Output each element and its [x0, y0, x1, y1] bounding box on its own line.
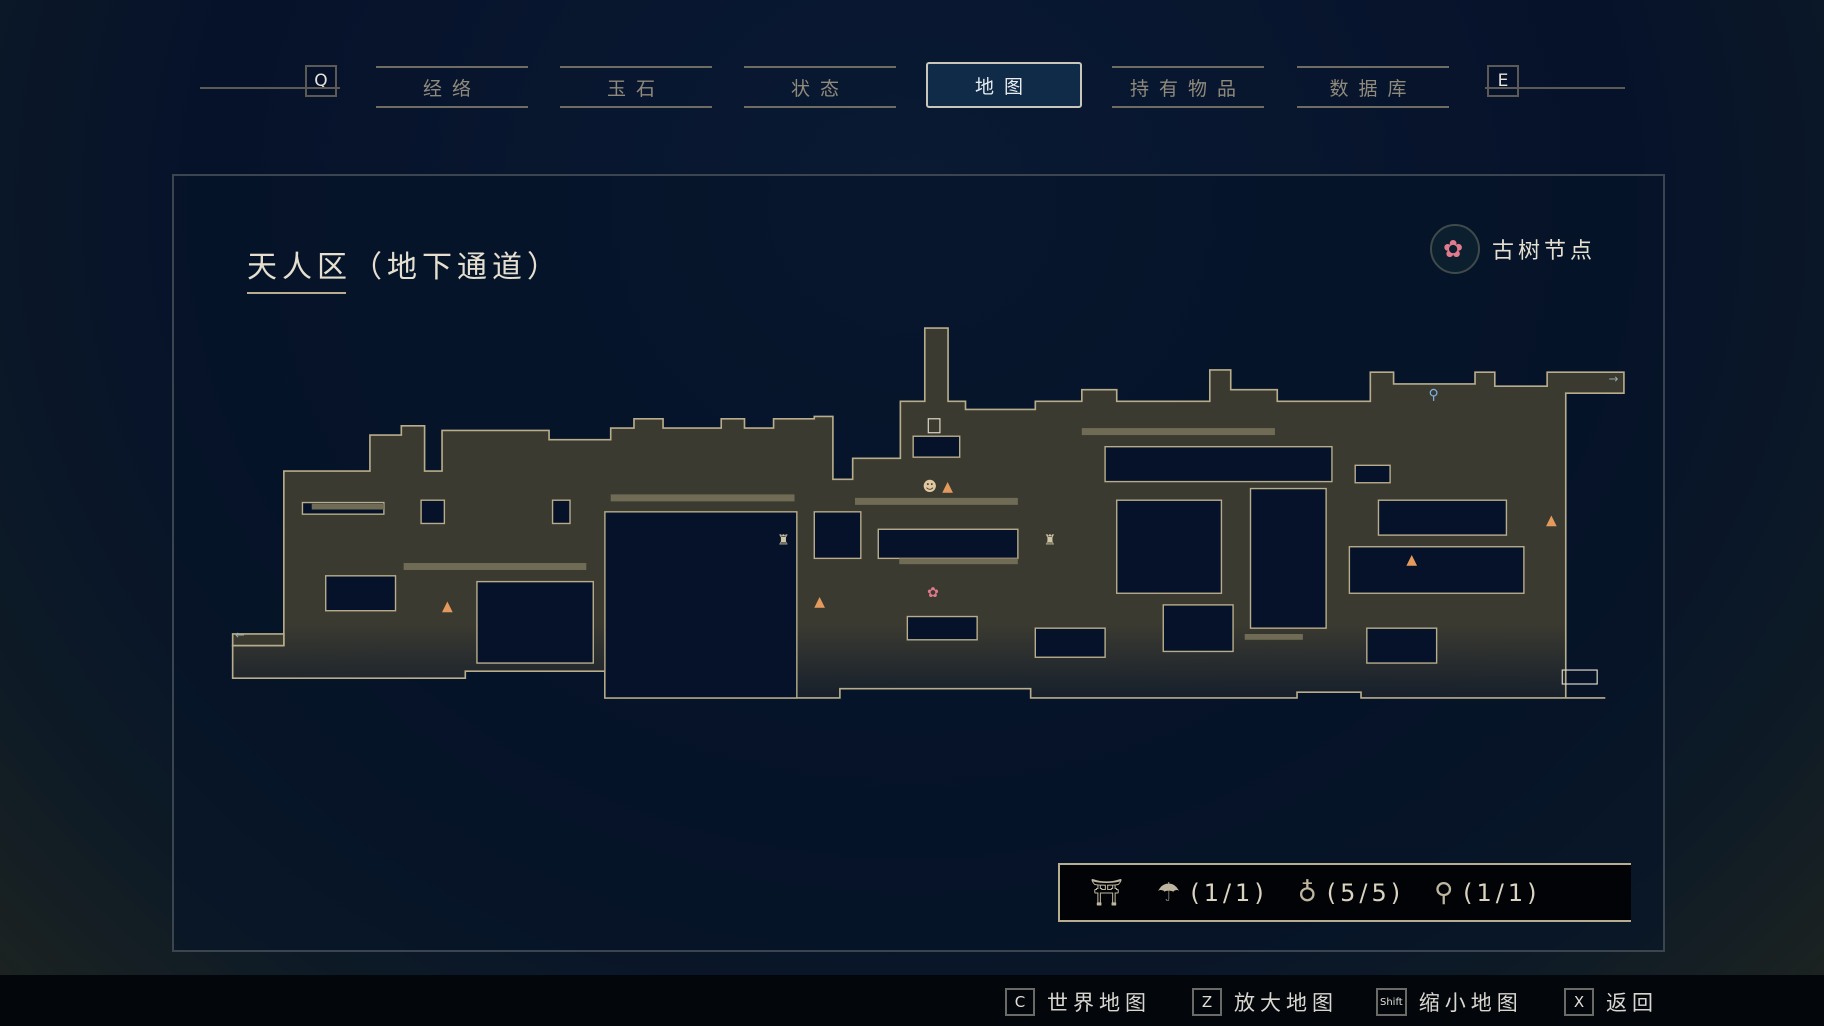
key-c: C	[1005, 988, 1035, 1016]
key-shift: Shift	[1376, 988, 1407, 1016]
tab-deco-left	[200, 87, 340, 101]
exit-arrow-icon: →	[1609, 372, 1619, 386]
hint-world-map[interactable]: C 世界地图	[1005, 987, 1151, 1017]
search-marker-icon[interactable]: ⚲	[1428, 387, 1438, 403]
hint-back[interactable]: X 返回	[1564, 987, 1658, 1017]
lotus-node-marker-icon[interactable]: ✿	[927, 585, 939, 601]
title-underline	[247, 292, 346, 294]
bag-marker-icon[interactable]: ▲	[442, 599, 453, 615]
shrine-marker-icon[interactable]: ♜	[1043, 532, 1056, 548]
bag-marker-icon[interactable]: ▲	[1546, 513, 1557, 529]
legend-ancient-tree-node: ✿ 古树节点	[1430, 224, 1596, 274]
tab-database[interactable]: 数据库	[1297, 66, 1449, 108]
hint-label: 缩小地图	[1418, 991, 1523, 1015]
key-z: Z	[1192, 988, 1222, 1016]
map-markers: ▲ ▲ ▲ ▲ ▲ ☻ ♜ ♜ ⚲ ✿ → ←	[235, 372, 1619, 685]
legend-label: 古树节点	[1492, 239, 1597, 264]
lotus-node-icon: ✿	[1430, 224, 1480, 274]
prev-tab-key[interactable]: Q	[305, 65, 337, 97]
player-position-icon	[1561, 669, 1598, 685]
tab-meridians[interactable]: 经络	[376, 66, 528, 108]
map-walls	[301, 435, 1525, 699]
straw-hat-npc-icon: ☂	[1157, 877, 1185, 908]
area-title: 天人区（地下通道）	[247, 250, 562, 285]
search-stat: ⚲(1/1)	[1434, 878, 1540, 908]
hint-zoom-out[interactable]: Shift 缩小地图	[1376, 987, 1523, 1017]
shrine-marker-icon[interactable]: ♜	[777, 532, 790, 548]
collection-stats: ⛩ ☂(1/1) ♁(5/5) ⚲(1/1)	[1058, 863, 1631, 922]
npc-marker-icon[interactable]: ☻	[922, 479, 937, 495]
money-bag-icon: ♁	[1297, 877, 1321, 908]
door-marker-icon[interactable]	[927, 418, 941, 434]
tab-inventory[interactable]: 持有物品	[1112, 66, 1264, 108]
bag-marker-icon[interactable]: ▲	[942, 479, 953, 495]
control-hints-bar	[0, 975, 1824, 1026]
hint-label: 放大地图	[1234, 991, 1338, 1015]
map-platforms	[311, 428, 1303, 640]
npc-stat: ☂(1/1)	[1157, 878, 1268, 908]
magnifier-icon: ⚲	[1434, 877, 1458, 908]
search-count: (1/1)	[1463, 878, 1541, 907]
tab-jade[interactable]: 玉石	[560, 66, 712, 108]
hint-zoom-in[interactable]: Z 放大地图	[1192, 987, 1338, 1017]
bag-count: (5/5)	[1326, 878, 1405, 907]
tab-map[interactable]: 地图	[926, 62, 1082, 108]
key-x: X	[1564, 988, 1594, 1016]
bag-marker-icon[interactable]: ▲	[1406, 552, 1417, 568]
exit-arrow-icon: ←	[235, 628, 245, 642]
npc-count: (1/1)	[1190, 878, 1268, 907]
tab-status[interactable]: 状态	[744, 66, 896, 108]
bag-marker-icon[interactable]: ▲	[814, 594, 825, 610]
bag-stat: ♁(5/5)	[1298, 878, 1404, 908]
tab-deco-right	[1485, 87, 1625, 101]
hint-label: 返回	[1606, 991, 1658, 1015]
hint-label: 世界地图	[1047, 991, 1151, 1015]
next-tab-key[interactable]: E	[1487, 65, 1519, 97]
door-icon: ⛩	[1090, 877, 1128, 908]
